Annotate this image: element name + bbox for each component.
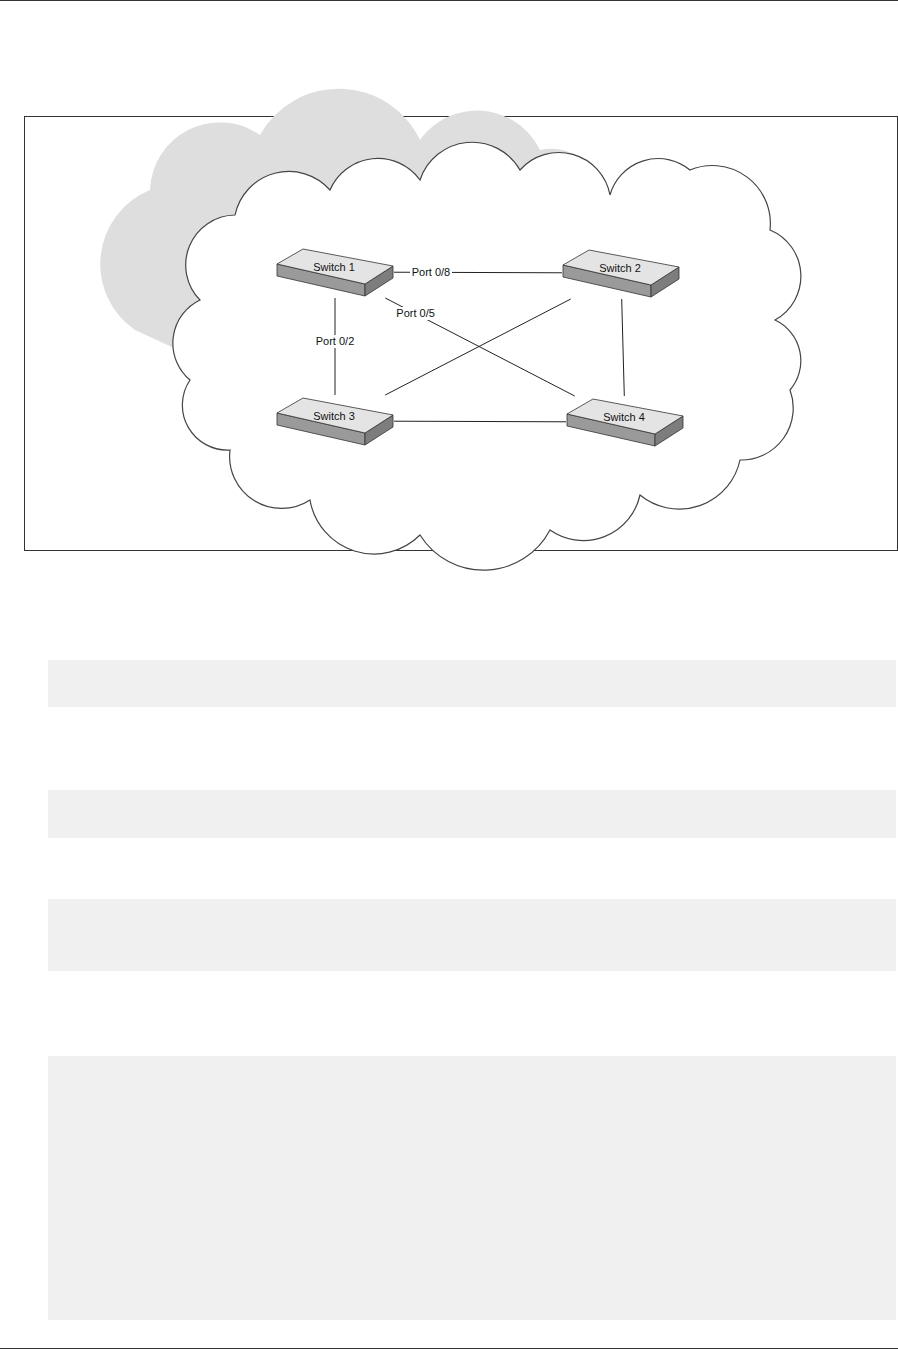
switch-box: Switch 1 [276,246,394,298]
switch-top [277,249,393,284]
switch-box: Switch 3 [276,395,394,447]
code-block [48,1056,896,1320]
code-block [48,790,896,838]
footer-rule [0,1348,898,1349]
link-line [385,298,574,396]
network-cloud [173,142,801,570]
switch-name: Switch 4 [603,411,645,424]
switch-top [563,250,679,285]
code-block [48,899,896,971]
switch-name: Switch 3 [313,410,355,423]
link-line [394,421,566,423]
code-block [48,660,896,707]
switch-top [277,398,393,433]
link-line [622,299,625,396]
header-rule [0,0,898,1]
port-label: Port 0/5 [394,307,437,320]
switch-name: Switch 1 [313,261,355,274]
switch-box: Switch 2 [562,247,680,299]
port-label: Port 0/8 [410,266,453,279]
switch-box: Switch 4 [566,396,684,448]
switch-name: Switch 2 [599,262,641,275]
port-label: Port 0/2 [314,335,357,348]
switch-top [567,399,683,434]
link-line [385,299,571,395]
